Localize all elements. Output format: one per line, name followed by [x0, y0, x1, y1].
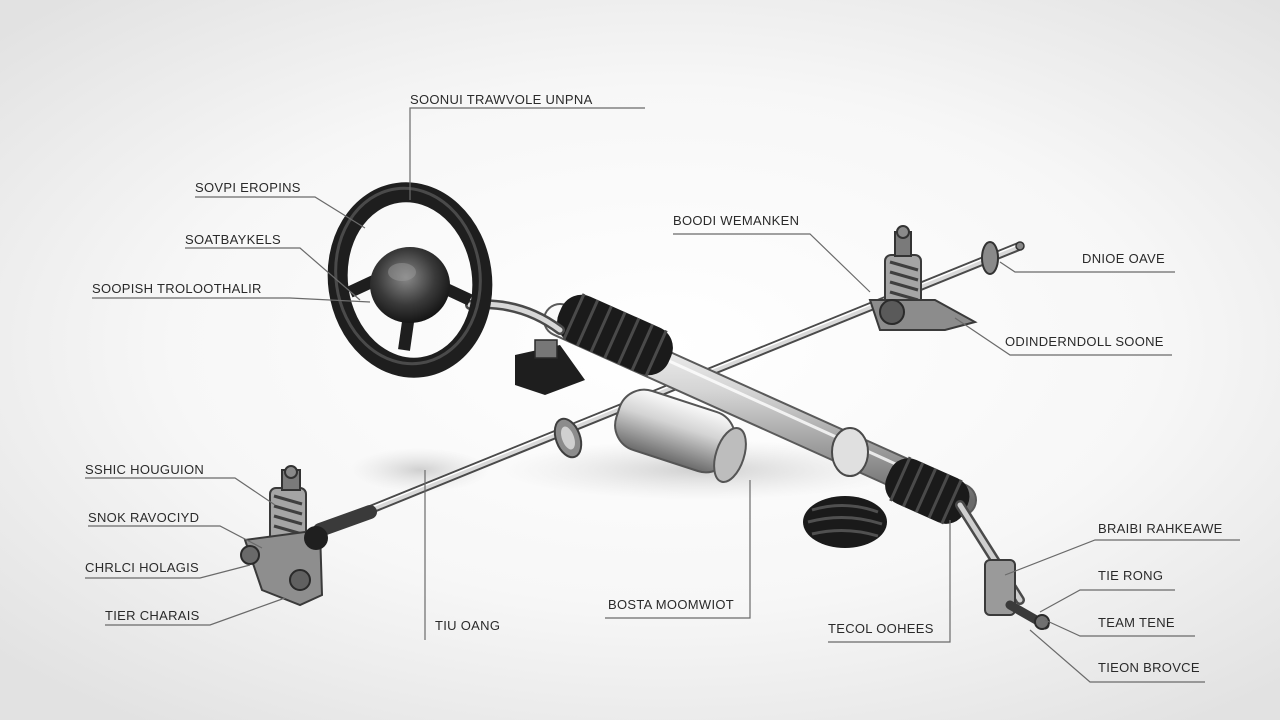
label-br-3: TEAM TENE	[1098, 615, 1175, 630]
right-bellows-boot	[885, 456, 970, 525]
center-canister	[614, 388, 747, 483]
label-left-2: SNOK RAVOCIYD	[88, 510, 200, 525]
label-left-4: TIER CHARAIS	[105, 608, 200, 623]
steering-wheel	[327, 182, 493, 378]
right-knuckle-assembly	[868, 225, 1025, 331]
leader-lines	[85, 107, 1240, 683]
label-wheel-1: SOVPI EROPINS	[195, 180, 301, 195]
floor-shadow	[350, 448, 490, 492]
label-right-mid: BOODI WEMANKEN	[673, 213, 800, 228]
label-right-knuckle: ODINDERNDOLL SOONE	[1005, 334, 1164, 349]
left-bellows-boot	[557, 293, 673, 377]
label-wheel-2: SOATBAYKELS	[185, 232, 282, 247]
label-wheel-3: SOOPISH TROLOOTHALIR	[92, 281, 262, 296]
right-tie-rod-end	[955, 500, 1050, 630]
column-bracket	[515, 339, 585, 395]
left-threaded-rod	[313, 505, 377, 537]
label-top: SOONUI TRAWVOLE UNPNA	[410, 92, 593, 107]
label-left-1: SSHIC HOUGUION	[85, 462, 205, 477]
label-bottom-2: BOSTA MOOMWIOT	[608, 597, 735, 612]
rod-collar	[553, 417, 583, 459]
lower-bellows-boot	[803, 496, 887, 548]
label-br-1: BRAIBI RAHKEAWE	[1098, 521, 1223, 536]
label-bottom-3: TECOL OOHEES	[828, 621, 934, 636]
label-br-2: TIE RONG	[1098, 568, 1164, 583]
label-br-4: TIEON BROVCE	[1098, 660, 1200, 675]
label-right-end: DNIOE OAVE	[1082, 251, 1165, 266]
left-knuckle-assembly	[240, 465, 328, 607]
label-bottom-1: TIU OANG	[435, 618, 501, 633]
label-left-3: CHRLCI HOLAGIS	[85, 560, 200, 575]
